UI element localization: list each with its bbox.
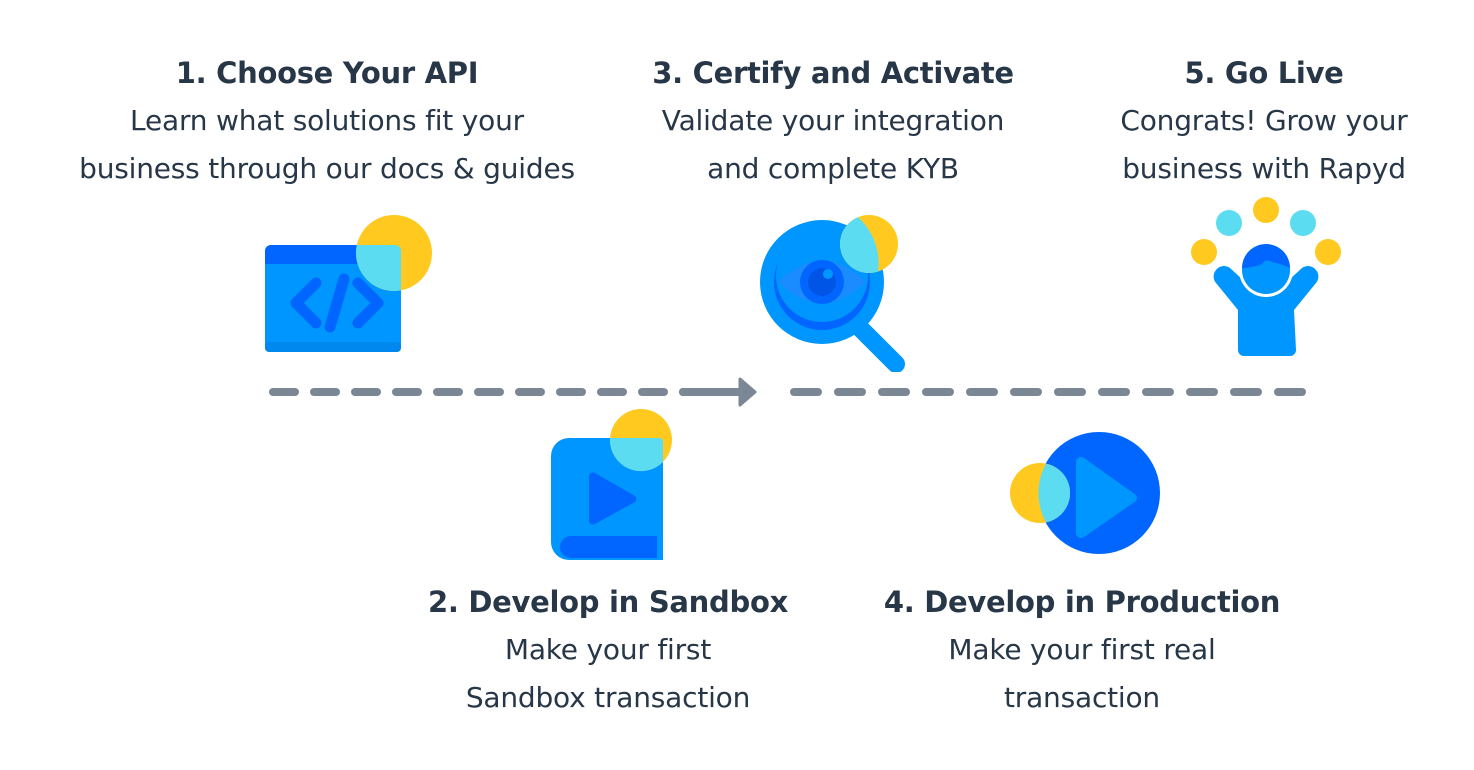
- play-circle-icon: [1008, 430, 1163, 558]
- step-5: 5. Go Live Congrats! Grow your business …: [1120, 49, 1407, 193]
- magnifier-eye-icon: [758, 214, 908, 372]
- step-5-title: 5. Go Live: [1184, 56, 1344, 90]
- code-window-icon: [262, 214, 437, 356]
- arrow-right-icon: [738, 377, 757, 407]
- step-1: 1. Choose Your API Learn what solutions …: [79, 49, 575, 193]
- step-3-title: 3. Certify and Activate: [652, 56, 1014, 90]
- step-4-title: 4. Develop in Production: [883, 585, 1281, 619]
- step-4-desc-line-2: transaction: [1004, 681, 1160, 714]
- step-2-desc-line-1: Make your first: [504, 633, 712, 666]
- step-1-desc-line-2: business through our docs & guides: [79, 152, 575, 185]
- step-4: 4. Develop in Production Make your first…: [883, 578, 1281, 722]
- step-2-desc-line-2: Sandbox transaction: [465, 681, 751, 714]
- step-3: 3. Certify and Activate Validate your in…: [652, 49, 1014, 193]
- step-3-desc-line-1: Validate your integration: [661, 104, 1005, 137]
- timeline: [0, 370, 1474, 414]
- step-2-title: 2. Develop in Sandbox: [428, 585, 788, 619]
- step-1-title: 1. Choose Your API: [175, 56, 479, 90]
- step-5-desc-line-1: Congrats! Grow your: [1120, 104, 1408, 137]
- video-book-icon: [549, 406, 679, 564]
- step-3-desc-line-2: and complete KYB: [707, 152, 959, 185]
- step-5-desc-line-2: business with Rapyd: [1122, 152, 1406, 185]
- step-1-desc-line-1: Learn what solutions fit your: [130, 104, 524, 137]
- step-2: 2. Develop in Sandbox Make your first Sa…: [428, 578, 788, 722]
- timeline-svg: [269, 377, 1306, 407]
- celebrating-person-icon: [1186, 192, 1346, 362]
- step-4-desc-line-1: Make your first real: [948, 633, 1216, 666]
